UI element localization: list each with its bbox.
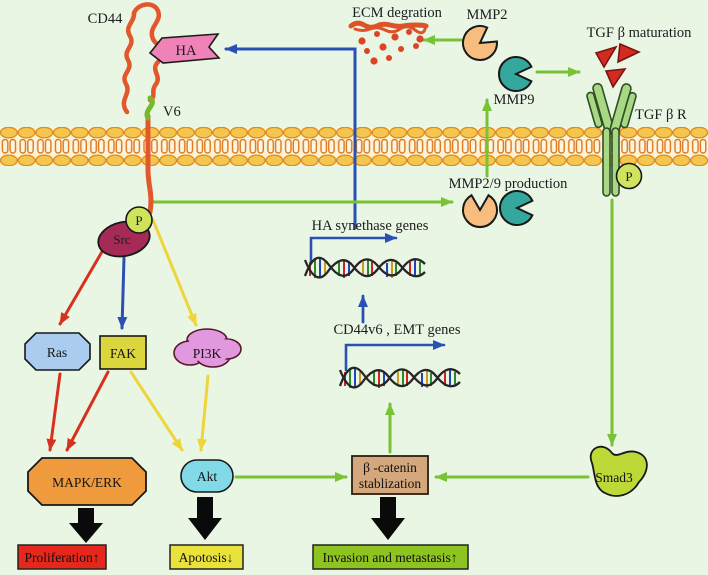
cd44v6-emt-genes-label: CD44v6 , EMT genes	[333, 322, 460, 338]
ecm-fragment-line2	[353, 25, 427, 35]
ras-node	[24, 332, 91, 371]
ras-label: Ras	[47, 345, 67, 360]
tgfb-receptor-label: TGF β R	[635, 107, 687, 123]
proliferation-box	[17, 544, 107, 570]
transcription-arrow-ha-synthase	[309, 233, 398, 264]
arrow-src-to-ras	[58, 248, 105, 326]
ha-synthase-genes-label: HA synethase genes	[312, 218, 429, 234]
ha-ribbon	[148, 33, 221, 64]
mmp9-pro-enzyme	[499, 190, 534, 226]
apoptosis-box	[169, 544, 244, 570]
ha-label: HA	[176, 43, 197, 59]
phospho-circle-src	[125, 206, 153, 234]
mmp9-enzyme	[498, 56, 533, 92]
mapk-erk-label: MAPK/ERK	[52, 475, 122, 490]
proliferation-label: Proliferation↑	[25, 550, 100, 565]
tgfb-maturation-label: TGF β maturation	[587, 25, 693, 41]
tgfb-receptor	[586, 82, 637, 197]
fak-label: FAK	[110, 346, 136, 361]
mmp2-enzyme	[461, 24, 498, 61]
arrow-pi3k-to-akt	[197, 374, 210, 452]
beta-catenin-label-line1: β -catenin	[363, 460, 417, 475]
cd44-label: CD44	[88, 11, 123, 27]
cd44-stalk	[145, 113, 154, 215]
pi3k-node	[173, 328, 242, 368]
arrow-ras-to-mapk	[46, 372, 62, 452]
dna-ha-synthase	[303, 256, 427, 280]
tgfb-ligand-triangles	[594, 42, 641, 89]
mmp2-label: MMP2	[466, 7, 507, 23]
invasion-label: Invasion and metastasis↑	[323, 550, 458, 565]
arrow-mapk-to-proliferation	[69, 508, 103, 543]
arrow-fak-to-akt	[129, 370, 184, 452]
fak-node	[99, 335, 147, 370]
mmp-production-label: MMP2/9 production	[449, 176, 569, 192]
mapk-erk-node	[27, 457, 147, 506]
ecm-fragment-line	[348, 20, 429, 30]
ecm-fragment-dots	[358, 29, 424, 65]
phospho-circle-tgfbr	[615, 162, 643, 190]
beta-catenin-node	[351, 455, 429, 495]
arrow-akt-to-apoptosis	[188, 497, 222, 540]
pi3k-label: PI3K	[193, 346, 222, 361]
cd44-v6-segment	[144, 95, 155, 121]
beta-catenin-label-line2: stablization	[359, 476, 421, 491]
invasion-box	[312, 544, 469, 570]
src-label: Src	[113, 232, 131, 247]
arrow-src-to-pi3k	[151, 218, 198, 327]
arrow-bcatenin-to-invasion	[371, 497, 405, 540]
akt-label: Akt	[197, 469, 217, 484]
cd44-ectodomain-strand-left	[121, 10, 137, 115]
arrow-src-to-fak	[117, 256, 128, 330]
mmp9-label: MMP9	[493, 92, 534, 108]
akt-node	[180, 459, 234, 493]
phospho-label-src: P	[135, 213, 142, 228]
v6-label: V6	[163, 104, 181, 120]
cd44-ectodomain-strand-right	[147, 59, 161, 103]
smad3-node	[589, 445, 648, 497]
arrow-fak-to-mapk	[65, 370, 110, 452]
mmp2-pro-enzyme	[462, 193, 498, 229]
arrow-ha-synthase-to-ha	[224, 44, 357, 230]
ecm-degradation-label: ECM degration	[352, 5, 443, 21]
apoptosis-label: Apotosis↓	[179, 550, 234, 565]
smad3-label: Smad3	[595, 470, 633, 485]
phospho-label-tgfbr: P	[625, 169, 632, 184]
transcription-arrow-cd44v6-emt	[344, 340, 446, 372]
dna-cd44v6-emt	[338, 366, 462, 390]
